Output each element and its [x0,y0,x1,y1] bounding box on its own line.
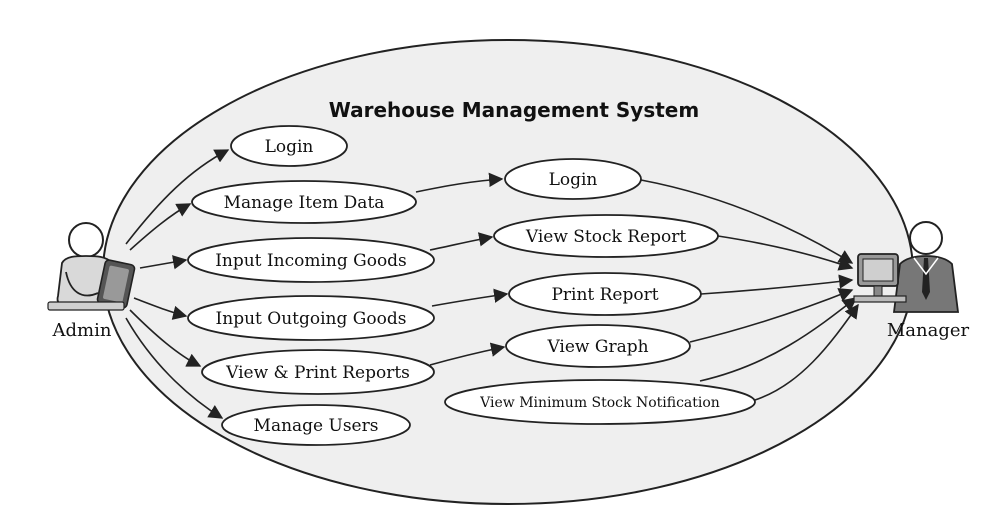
system-title: Warehouse Management System [329,98,699,122]
admin-label: Admin [52,320,112,341]
manager-use-case-print-report: Print Report [508,272,702,316]
association-arrow [717,235,854,271]
use-case-label: Manage Users [254,416,379,436]
admin-use-case-view-print-reports: View & Print Reports [201,349,435,395]
admin-use-case-login: Login [230,125,348,167]
tie-icon [922,258,930,300]
monitor-screen [862,258,894,282]
flow-arrow [429,342,506,366]
association-arrow [754,303,859,401]
admin-base [47,301,125,311]
use-case-label: View Stock Report [525,227,686,247]
use-case-label: Login [549,170,598,190]
flow-arrow [431,288,509,307]
admin-head-icon [68,222,104,258]
manager-use-case-view-stock-report: View Stock Report [493,214,719,258]
manager-use-case-view-minimum-stock-notification: View Minimum Stock Notification [444,379,756,425]
flow-arrows [415,172,509,366]
use-case-label: Login [265,137,314,157]
association-arrow [689,288,854,343]
admin-actor [47,222,136,311]
admin-associations [125,149,230,419]
association-arrow [125,317,224,419]
use-case-label: Input Outgoing Goods [216,309,407,329]
manager-label: Manager [887,320,970,341]
use-case-label: View Graph [546,337,648,357]
tablet-screen [103,265,129,303]
use-case-label: Input Incoming Goods [215,251,407,271]
flow-arrow [429,232,494,251]
use-case-label: Print Report [551,285,658,305]
association-arrow [139,255,188,270]
use-case-label: Manage Item Data [224,193,385,213]
association-arrow [129,203,192,251]
manager-use-case-login: Login [504,158,642,200]
association-arrow [133,297,188,320]
admin-use-case-input-outgoing-goods: Input Outgoing Goods [187,295,435,341]
admin-use-case-input-incoming-goods: Input Incoming Goods [187,237,435,283]
monitor-stand [873,285,883,297]
association-arrow [640,179,854,264]
collar [913,257,939,276]
desk [853,295,907,303]
manager-head-icon [909,221,943,255]
flow-arrow [415,172,504,193]
admin-use-case-manage-users: Manage Users [221,404,411,446]
manager-actor [853,221,960,313]
admin-use-case-manage-item-data: Manage Item Data [191,180,417,224]
association-arrow [129,309,202,367]
admin-arm [65,271,99,297]
association-arrow [125,149,230,245]
use-case-label: View Minimum Stock Notification [479,395,720,411]
manager-associations [640,179,859,401]
association-arrow [700,274,854,295]
association-arrow [699,297,858,382]
use-case-label: View & Print Reports [225,363,410,383]
manager-use-case-view-graph: View Graph [505,324,691,368]
